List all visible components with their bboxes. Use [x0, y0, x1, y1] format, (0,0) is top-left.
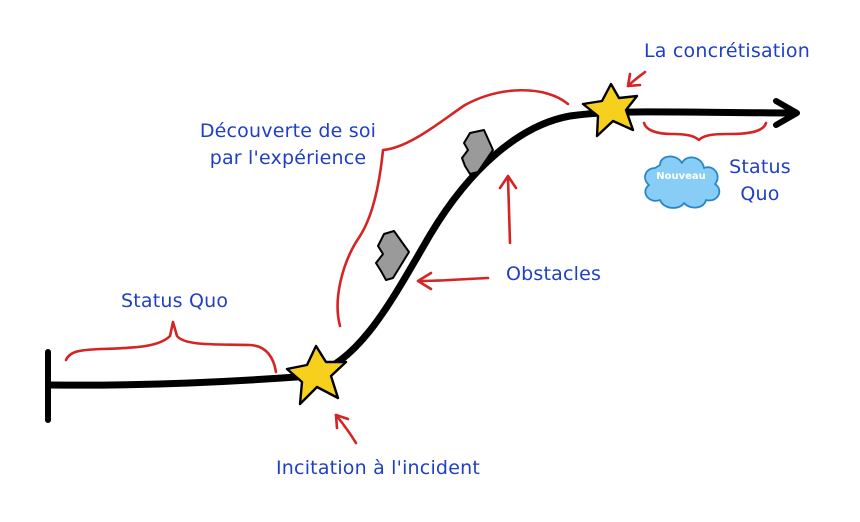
label-self-discovery-line1: Découverte de soi	[199, 120, 377, 142]
arrow-icon	[773, 98, 800, 128]
braces	[64, 88, 768, 374]
label-self-discovery-line2: par l'expérience	[209, 147, 367, 169]
cloud-label: Nouveau	[656, 171, 706, 182]
star-icon	[581, 82, 639, 138]
arrow-to-obstacle-upper	[498, 174, 518, 245]
brace-status-quo-end	[642, 121, 768, 142]
story-path	[45, 98, 800, 423]
arrow-to-incident	[334, 413, 358, 445]
obstacle-icon	[461, 129, 494, 175]
label-status-quo-end-line2: Quo	[740, 183, 780, 205]
label-status-quo-end-line1: Status	[729, 156, 791, 178]
brace-self-discovery	[336, 88, 570, 328]
pointer-arrows	[334, 70, 647, 445]
arrow-to-obstacle-lower	[416, 271, 490, 291]
label-status-quo-end: Status Quo	[722, 154, 798, 208]
label-inciting-incident: Incitation à l'incident	[276, 457, 480, 479]
obstacle-icon	[375, 230, 410, 281]
arrow-to-realization	[626, 70, 647, 88]
star-icon	[285, 344, 348, 406]
stars	[285, 82, 639, 406]
label-self-discovery: Découverte de soi par l'expérience	[198, 118, 378, 172]
label-obstacles: Obstacles	[506, 263, 602, 285]
brace-status-quo-start	[64, 320, 278, 374]
arc-line	[46, 108, 794, 389]
label-status-quo-start: Status Quo	[121, 290, 229, 312]
obstacles	[375, 129, 494, 281]
label-realization: La concrétisation	[644, 40, 810, 62]
cloud-icon	[644, 155, 721, 209]
